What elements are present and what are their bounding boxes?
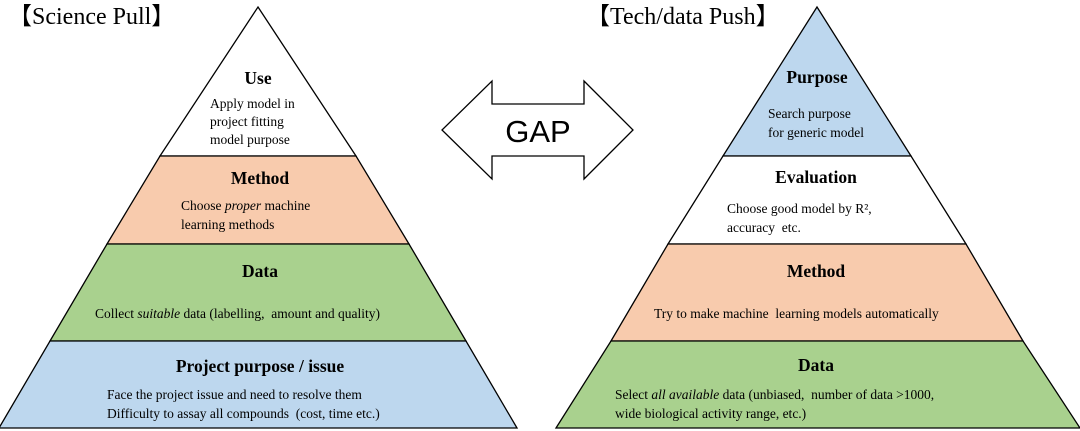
project-purpose-text-line-1: Face the project issue and need to resol… [107,387,362,402]
purpose-text-line-1: Search purpose [768,106,851,121]
gap-label: GAP [505,114,570,149]
use-text-line-3: model purpose [210,132,290,147]
method-text-line-2: learning methods [181,217,274,232]
project-purpose-tier [0,340,519,429]
data-right-text-line-1: Select all available data (unbiased, num… [615,387,934,402]
data-heading: Data [242,261,278,281]
project-purpose-heading: Project purpose / issue [176,356,345,376]
data-tier-right [554,340,1080,429]
purpose-heading: Purpose [786,67,847,87]
purpose-text-line-2: for generic model [768,125,864,140]
method-text-line-1: Choose proper machine [181,198,310,213]
use-text-line-2: project fitting [210,114,284,129]
method-tier-right [609,243,1025,342]
data-text-line-1: Collect suitable data (labelling, amount… [95,306,380,321]
data-tier [48,243,468,342]
double-arrow-shape [441,79,634,181]
use-heading: Use [244,68,271,88]
evaluation-text-line-1: Choose good model by R², [727,201,872,216]
tech-data-push-title: 【Tech/data Push】 [586,4,780,30]
data-right-text-line-2: wide biological activity range, etc.) [615,406,806,421]
science-pull-title: 【Science Pull】 [8,4,175,30]
method-heading-right: Method [787,261,846,281]
evaluation-heading: Evaluation [775,167,857,187]
method-heading: Method [231,168,290,188]
use-text-line-1: Apply model in [210,96,295,111]
evaluation-text-line-2: accuracy etc. [727,220,801,235]
science-pull-pyramid: 【Science Pull】 Use Apply model in projec… [0,4,519,429]
method-right-text-line-1: Try to make machine learning models auto… [654,306,939,321]
data-heading-right: Data [798,355,834,375]
project-purpose-text-line-2: Difficulty to assay all compounds (cost,… [107,406,380,421]
tech-data-push-pyramid: 【Tech/data Push】 Purpose Search purpose … [554,4,1080,429]
gap-arrow: GAP [441,79,634,181]
